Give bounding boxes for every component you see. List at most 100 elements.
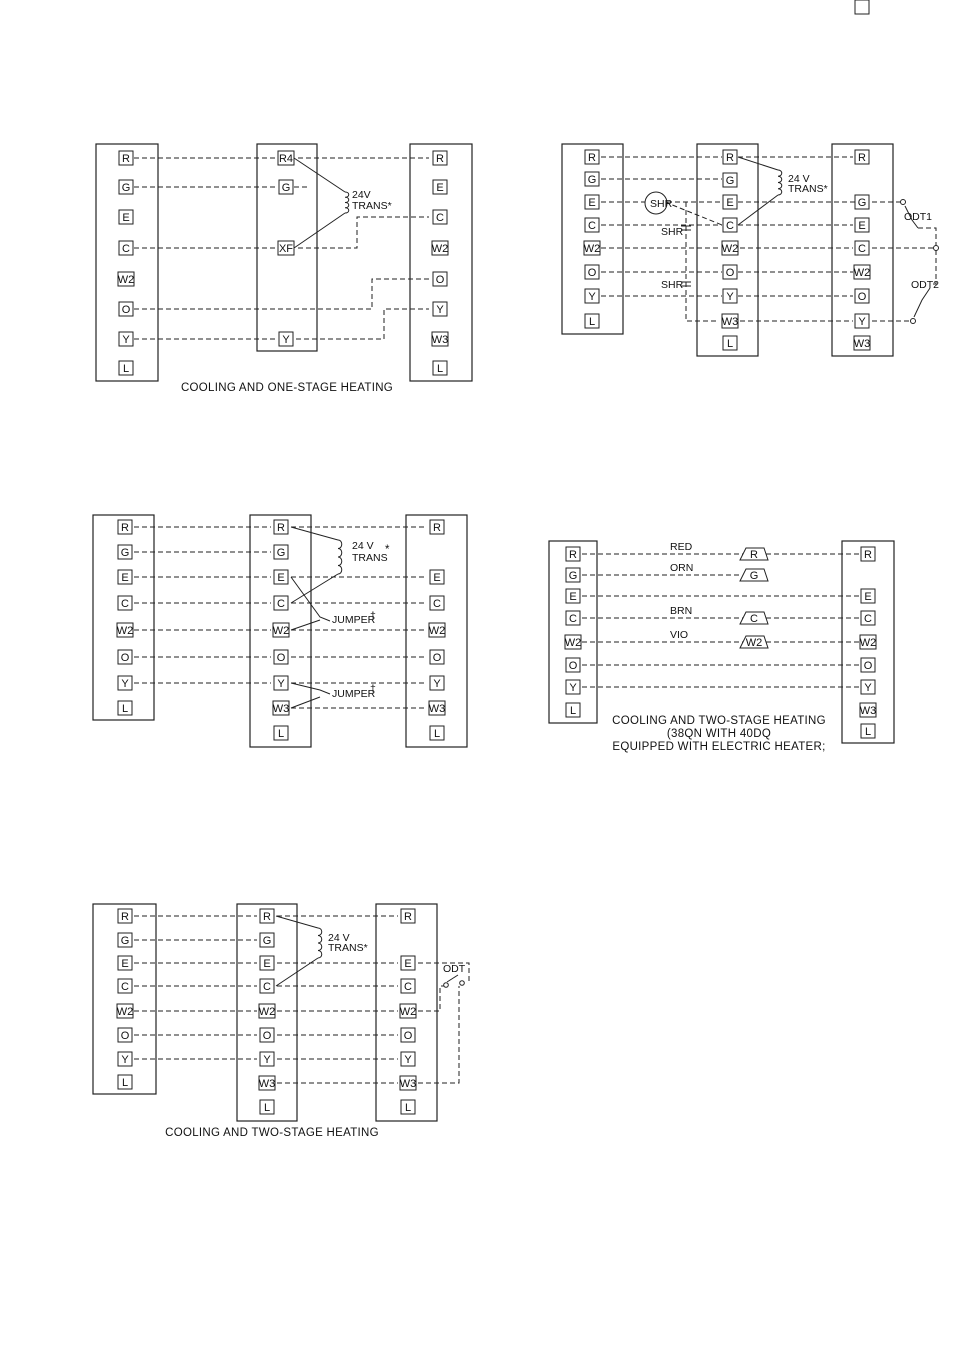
terminal-label: C	[569, 613, 577, 625]
terminal-box	[565, 546, 581, 562]
wire	[296, 308, 429, 340]
terminal-label: W2	[584, 243, 601, 255]
terminal-label: R	[263, 911, 271, 923]
transformer-coil	[777, 169, 783, 196]
odt-contact	[443, 982, 449, 988]
terminal-box	[259, 978, 275, 994]
wire	[418, 985, 444, 1012]
terminal-label: G	[588, 174, 597, 186]
terminal-box	[259, 908, 275, 924]
terminal-box	[400, 1051, 416, 1067]
shr-capacitor-label: SHR	[661, 279, 684, 291]
transformer-voltage-label: 24 V	[328, 932, 350, 944]
terminal-label: R	[404, 911, 412, 923]
wire	[418, 986, 460, 1084]
terminal-label: O	[122, 304, 131, 316]
odt2-switch	[913, 287, 931, 318]
terminal-box	[432, 179, 448, 195]
odt1-contact	[900, 199, 906, 205]
transformer-asterisk: *	[385, 544, 390, 556]
terminal-box	[259, 932, 275, 948]
terminal-label: R4	[279, 153, 293, 165]
terminal-box	[432, 360, 448, 376]
terminal-box	[564, 634, 582, 650]
terminal-label: L	[122, 1077, 128, 1089]
terminal-label: W2	[117, 625, 134, 637]
terminal-label: O	[726, 267, 735, 279]
terminal-label: G	[282, 182, 291, 194]
terminal-blocks-layer: RGECW2OYLR4GXFYRECW2OYW3LRGECW2OYLRGECW2…	[92, 0, 895, 1122]
terminal-label: L	[122, 703, 128, 715]
plug-connector-label: W2	[746, 637, 763, 649]
terminal-label: O	[858, 291, 867, 303]
terminal-label: E	[726, 197, 733, 209]
solid-line	[293, 157, 346, 193]
solid-line	[290, 682, 331, 695]
diagram5-block-left	[92, 903, 157, 1095]
terminal-box	[860, 610, 876, 626]
terminal-label: W3	[429, 703, 446, 715]
terminal-box	[853, 264, 871, 280]
terminal-label: W2	[118, 274, 135, 286]
diagram3-block-middle	[249, 514, 312, 748]
terminal-label: R	[864, 549, 872, 561]
terminal-box	[722, 172, 738, 188]
terminal-box	[584, 264, 600, 280]
terminal-label: W2	[429, 625, 446, 637]
terminal-label: W2	[259, 1006, 276, 1018]
wire-color-orange: ORN	[670, 562, 693, 574]
solid-line	[293, 212, 346, 249]
terminal-label: O	[404, 1030, 413, 1042]
wire	[918, 227, 937, 285]
terminal-label: C	[263, 981, 271, 993]
terminal-box	[400, 978, 416, 994]
terminal-box	[429, 725, 445, 741]
transformer-voltage-label: 24V	[352, 189, 371, 201]
terminal-label: C	[726, 220, 734, 232]
terminal-label: W3	[854, 338, 871, 350]
terminal-box	[428, 700, 446, 716]
terminal-label: Y	[858, 316, 866, 328]
terminal-box	[400, 955, 416, 971]
diagram5-block-right	[375, 903, 438, 1122]
transformer-trans-label: TRANS*	[352, 200, 392, 212]
terminal-label: L	[727, 338, 733, 350]
terminal-label: E	[122, 212, 129, 224]
terminal-label: E	[588, 197, 595, 209]
odt2-contact	[910, 318, 916, 324]
terminal-label: R	[436, 153, 444, 165]
terminal-box	[400, 908, 416, 924]
terminal-label: W2	[854, 267, 871, 279]
wire-color-red: RED	[670, 541, 693, 553]
terminal-box	[859, 702, 877, 718]
terminal-box	[429, 595, 445, 611]
wire	[664, 201, 723, 226]
terminal-label: L	[405, 1102, 411, 1114]
wire	[418, 962, 470, 983]
terminal-label: O	[263, 1030, 272, 1042]
terminal-box	[278, 179, 294, 195]
terminal-box	[399, 1003, 417, 1019]
terminal-label: XF	[279, 243, 293, 255]
terminal-label: Y	[121, 1054, 129, 1066]
terminal-box	[117, 649, 133, 665]
plug-connector	[739, 547, 769, 561]
terminal-box	[854, 194, 870, 210]
terminal-box	[854, 313, 870, 329]
terminal-box	[565, 657, 581, 673]
terminal-box	[565, 610, 581, 626]
terminal-label: E	[436, 182, 443, 194]
wire	[685, 202, 718, 322]
terminal-label: Y	[282, 334, 290, 346]
terminal-label: O	[569, 660, 578, 672]
terminal-box	[117, 932, 133, 948]
diagram2-block-right	[831, 143, 894, 357]
terminal-label: Y	[569, 682, 577, 694]
terminal-label: E	[404, 958, 411, 970]
terminal-label: Y	[121, 678, 129, 690]
terminal-box	[432, 209, 448, 225]
terminal-box	[432, 271, 448, 287]
terminal-label: R	[858, 152, 866, 164]
terminal-label: Y	[433, 678, 441, 690]
terminal-label: Y	[263, 1054, 271, 1066]
